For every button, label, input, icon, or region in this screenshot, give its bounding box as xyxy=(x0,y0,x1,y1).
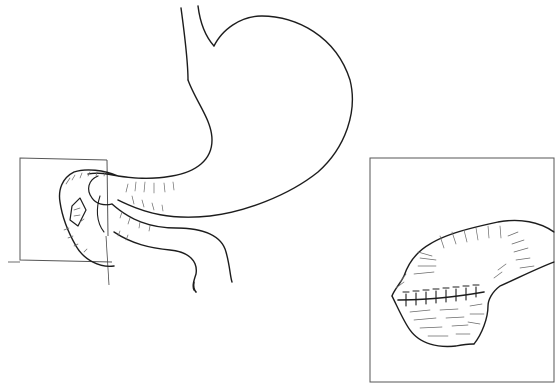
esophagus-outline xyxy=(181,6,214,80)
main-stomach-drawing xyxy=(8,6,352,292)
inset-frame xyxy=(370,158,554,382)
inset-stump-drawing xyxy=(392,220,554,346)
stomach-outline xyxy=(88,16,352,217)
sutures xyxy=(403,285,479,306)
pyloric-region xyxy=(60,170,118,266)
inset-panel xyxy=(370,158,554,382)
duodenum-outline xyxy=(112,204,232,292)
